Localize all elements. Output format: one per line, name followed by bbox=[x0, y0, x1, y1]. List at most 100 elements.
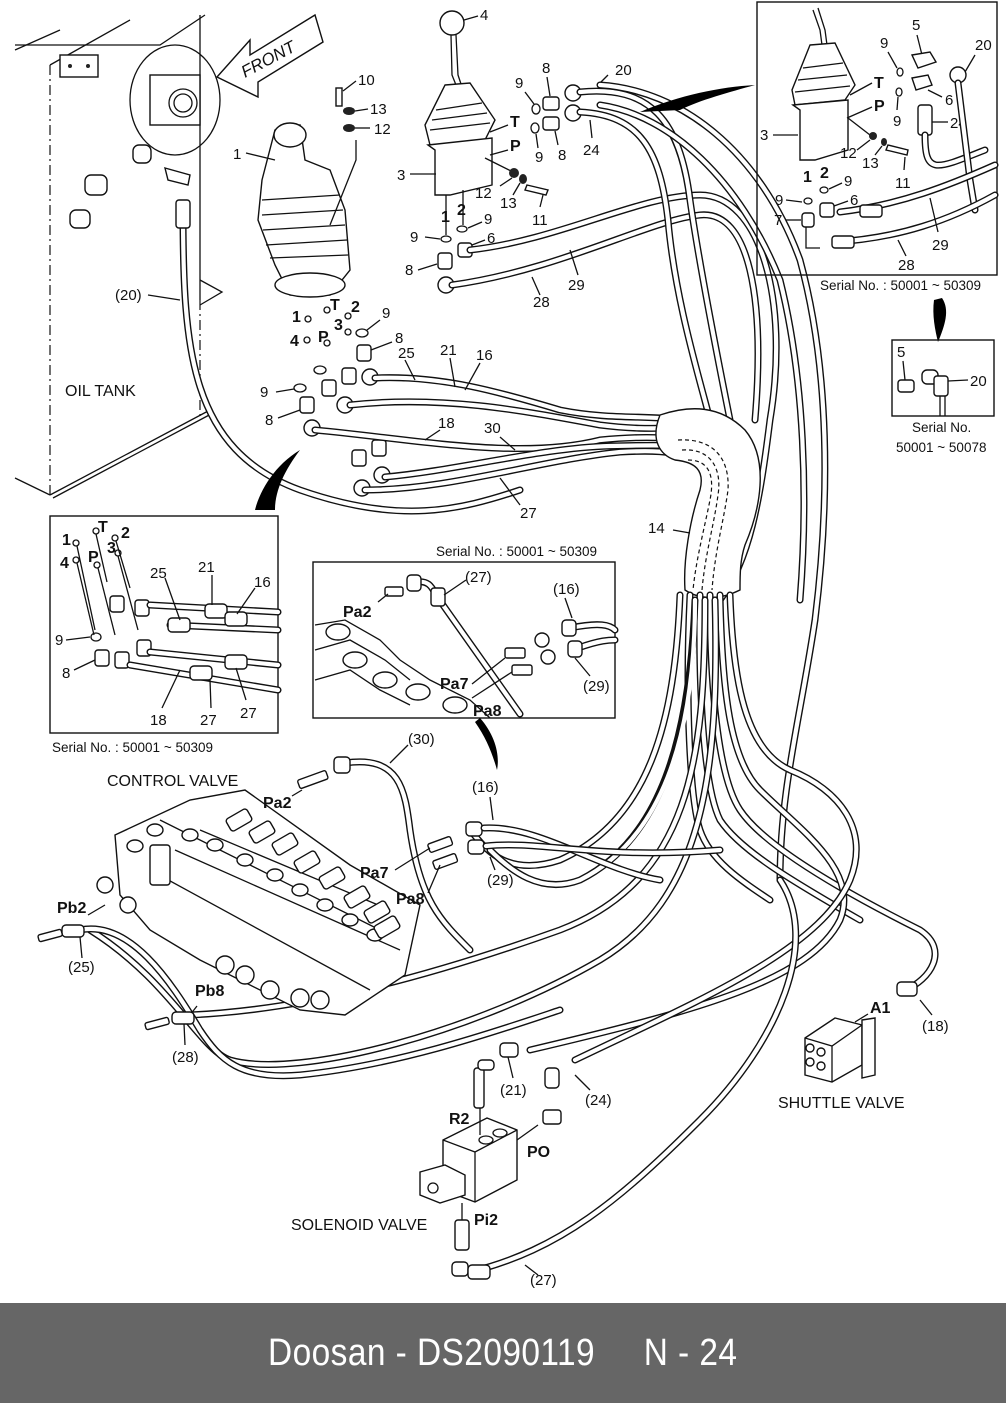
callout-13: 13 bbox=[500, 195, 517, 212]
port-1-label: 1 bbox=[62, 532, 71, 549]
front-direction-arrow: FRONT bbox=[215, 13, 324, 99]
serial-label: Serial No. bbox=[912, 420, 971, 435]
callout-28: (28) bbox=[172, 1049, 199, 1066]
callout-4: 4 bbox=[480, 7, 488, 24]
port-pi2-label: Pi2 bbox=[474, 1212, 498, 1229]
callout-9: 9 bbox=[893, 113, 901, 130]
callout-16: 16 bbox=[476, 347, 493, 364]
callout-16: (16) bbox=[472, 779, 499, 796]
port-pa7-label: Pa7 bbox=[360, 865, 389, 882]
left-hose-bundle: 25 21 16 18 30 27 bbox=[255, 342, 684, 522]
solenoid-valve-label: SOLENOID VALVE bbox=[291, 1217, 427, 1234]
callout-8: 8 bbox=[558, 147, 566, 164]
port-pa7-label: Pa7 bbox=[440, 676, 469, 693]
callout-8: 8 bbox=[405, 262, 413, 279]
callout-27: 27 bbox=[240, 705, 257, 722]
port-2-label: 2 bbox=[351, 299, 360, 316]
inset-serial-50001-50309-left-ports: 1 T 2 3 4 P 9 8 25 21 bbox=[49, 515, 282, 755]
callout-9: 9 bbox=[55, 632, 63, 649]
oil-tank-label: OIL TANK bbox=[65, 383, 136, 400]
callout-8: 8 bbox=[395, 330, 403, 347]
port-a1-label: A1 bbox=[870, 1000, 891, 1017]
tank-plug bbox=[84, 174, 108, 196]
callout-16: (16) bbox=[553, 581, 580, 598]
left-joystick: 1 10 13 12 bbox=[233, 72, 391, 298]
tank-fitting bbox=[132, 144, 152, 164]
tank-plug bbox=[69, 209, 91, 229]
port-T-label: T bbox=[874, 75, 884, 92]
callout-6: 6 bbox=[850, 192, 858, 209]
control-valve-label: CONTROL VALVE bbox=[107, 773, 238, 790]
left-joystick-ports: 1 4 T P 2 3 9 9 8 8 bbox=[260, 297, 403, 497]
hydraulic-piping-diagram: OIL TANK FRONT (20) 1 10 13 12 1 4 T bbox=[14, 1, 999, 1289]
callout-16: 16 bbox=[254, 574, 271, 591]
callout-6: 6 bbox=[945, 92, 953, 109]
callout-18: 18 bbox=[438, 415, 455, 432]
tank-port-flange bbox=[129, 44, 221, 156]
callout-11: 11 bbox=[895, 175, 911, 192]
callout-29: (29) bbox=[583, 678, 610, 695]
callout-8: 8 bbox=[542, 60, 550, 77]
port-3-label: 3 bbox=[334, 317, 343, 334]
callout-27: (27) bbox=[465, 569, 492, 586]
callout-21: (21) bbox=[500, 1082, 527, 1099]
tank-bracket bbox=[59, 54, 99, 78]
callout-27: 27 bbox=[200, 712, 217, 729]
pa2-fitting bbox=[297, 770, 329, 790]
vertical-hose-bundle bbox=[86, 591, 939, 1276]
callout-20: 20 bbox=[615, 62, 632, 79]
right-joystick: 4 3 T P 9 9 8 8 20 24 12 13 11 bbox=[397, 7, 632, 294]
callout-28: 28 bbox=[533, 294, 550, 311]
port-1-label: 1 bbox=[803, 169, 812, 186]
port-P-label: P bbox=[510, 138, 521, 155]
callout-20: 20 bbox=[970, 373, 987, 390]
callout-30: (30) bbox=[408, 731, 435, 748]
port-T-label: T bbox=[98, 519, 108, 536]
port-pb8-label: Pb8 bbox=[195, 983, 224, 1000]
callout-29: (29) bbox=[487, 872, 514, 889]
callout-9: 9 bbox=[775, 192, 783, 209]
callout-25: (25) bbox=[68, 959, 95, 976]
hose-protector-14: 14 bbox=[648, 408, 761, 599]
callout-5: 5 bbox=[912, 17, 920, 34]
callout-28: 28 bbox=[898, 257, 915, 274]
callout-10: 10 bbox=[358, 72, 375, 89]
serial-range-label: Serial No. : 50001 ~ 50309 bbox=[820, 278, 981, 293]
oil-tank: OIL TANK bbox=[14, 14, 224, 499]
callout-9: 9 bbox=[880, 35, 888, 52]
callout-5: 5 bbox=[897, 344, 905, 361]
callout-3: 3 bbox=[760, 127, 768, 144]
callout-11: 11 bbox=[532, 212, 548, 229]
callout-29: 29 bbox=[568, 277, 585, 294]
callout-14: 14 bbox=[648, 520, 665, 537]
r2-elbow bbox=[473, 1067, 485, 1109]
inset-serial-50001-50078: 5 20 Serial No. 50001 ~ 50078 bbox=[891, 339, 995, 455]
hose-20: (20) bbox=[115, 199, 524, 515]
control-valve: CONTROL VALVE Pa2 bbox=[37, 731, 724, 1080]
tee-fitting bbox=[164, 167, 191, 186]
port-3-label: 3 bbox=[107, 540, 116, 557]
valve-spool-ports bbox=[96, 823, 384, 1010]
port-r2-label: R2 bbox=[449, 1111, 470, 1128]
port-T-label: T bbox=[510, 114, 520, 131]
callout-30: 30 bbox=[484, 420, 501, 437]
port-pa8-label: Pa8 bbox=[473, 703, 502, 720]
port-P-label: P bbox=[318, 329, 329, 346]
inset-pointer bbox=[640, 85, 755, 112]
callout-9: 9 bbox=[260, 384, 268, 401]
serial-range-label: Serial No. : 50001 ~ 50309 bbox=[52, 740, 213, 755]
callout-21: 21 bbox=[198, 559, 215, 576]
shuttle-valve-label: SHUTTLE VALVE bbox=[778, 1095, 905, 1112]
callout-9: 9 bbox=[535, 149, 543, 166]
callout-12: 12 bbox=[475, 185, 492, 202]
callout-25: 25 bbox=[398, 345, 415, 362]
callout-18: (18) bbox=[922, 1018, 949, 1035]
callout-18: 18 bbox=[150, 712, 167, 729]
serial-range-label: 50001 ~ 50078 bbox=[896, 440, 986, 455]
callout-21: 21 bbox=[440, 342, 457, 359]
po-tee bbox=[542, 1109, 562, 1125]
port-1-label: 1 bbox=[292, 309, 301, 326]
serial-range-label: Serial No. : 50001 ~ 50309 bbox=[436, 544, 597, 559]
callout-12: 12 bbox=[374, 121, 391, 138]
callout-25: 25 bbox=[150, 565, 167, 582]
